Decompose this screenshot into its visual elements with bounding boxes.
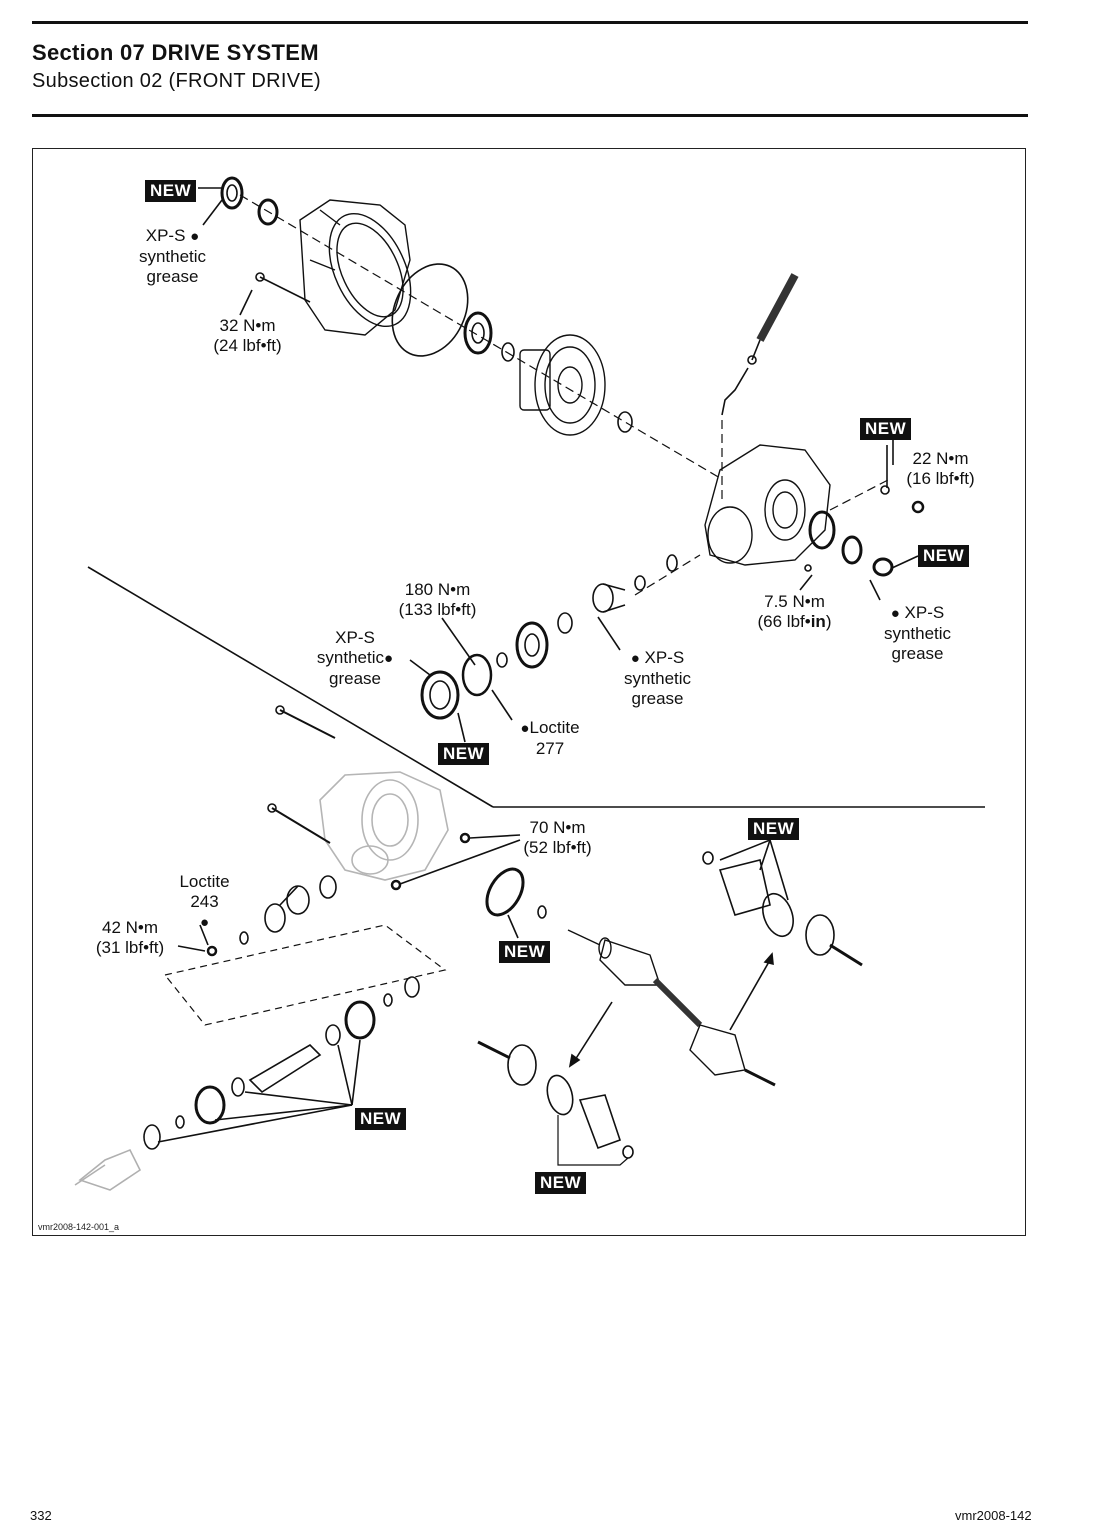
front-seal-part: [220, 176, 244, 210]
seal-part: [872, 557, 894, 577]
torque-value: 32 N•m: [219, 316, 276, 335]
torque-callout: 22 N•m (16 lbf•ft): [893, 449, 988, 489]
figure-code: vmr2008-142-001_a: [38, 1222, 120, 1232]
spacer-part: [264, 885, 310, 933]
rear-housing-part: [704, 444, 831, 566]
grease-label: synthetic: [138, 247, 207, 266]
inner-cv-part: [74, 1148, 142, 1191]
page-number: 332: [30, 1508, 52, 1523]
loctite-callout: Loctite 243 ●: [162, 872, 247, 933]
torque-value: 7.5 N•m: [764, 592, 825, 611]
loctite-label: 277: [535, 739, 565, 758]
torque-value: 70 N•m: [529, 818, 586, 837]
grease-label: synthetic: [623, 669, 692, 688]
grease-label: XP-S: [904, 603, 945, 622]
new-tag: NEW: [918, 545, 970, 567]
o-ring-part: [391, 263, 469, 357]
grease-drop-icon: ●: [520, 720, 530, 737]
torque-callout: 70 N•m (52 lbf•ft): [510, 818, 605, 858]
section-title: Section 07 DRIVE SYSTEM: [32, 40, 319, 65]
differential-part: [519, 334, 606, 436]
subsection-title: Subsection 02 (FRONT DRIVE): [32, 70, 321, 92]
bearing-part: [515, 621, 549, 669]
lower-housing-part: [319, 771, 449, 881]
torque-value: 180 N•m: [404, 580, 471, 599]
loctite-label: 243: [190, 892, 219, 911]
figure-frame: [32, 148, 1026, 1236]
torque-unit: in: [810, 612, 826, 631]
new-tag: NEW: [145, 180, 197, 202]
torque-callout: 180 N•m (133 lbf•ft): [380, 580, 495, 620]
torque-value: 22 N•m: [912, 449, 969, 468]
new-tag: NEW: [499, 941, 551, 963]
torque-callout: 7.5 N•m (66 lbf•in): [742, 592, 847, 632]
bolt-part: [279, 709, 336, 739]
seal-part: [420, 670, 460, 720]
torque-value: (16 lbf•ft): [906, 469, 975, 488]
torque-value: (31 lbf•ft): [95, 938, 165, 957]
cv-boot-part: [718, 859, 771, 916]
cv-joint-part: [477, 1040, 537, 1086]
grease-label: grease: [329, 669, 381, 688]
pinion-part: [592, 583, 626, 613]
grease-label: grease: [891, 644, 944, 663]
grease-callout: XP-S synthetic● grease: [300, 628, 410, 689]
new-tag: NEW: [860, 418, 912, 440]
grease-label: XP-S: [644, 648, 685, 667]
torque-callout: 32 N•m (24 lbf•ft): [190, 316, 305, 356]
torque-value: (24 lbf•ft): [213, 336, 282, 355]
header-rule-top: [32, 21, 1028, 24]
torque-value: ): [825, 612, 832, 631]
grease-label: synthetic: [316, 648, 385, 667]
grease-label: XP-S: [335, 628, 375, 647]
cv-boot-part: [578, 1094, 622, 1150]
separator-line: [87, 566, 494, 808]
seal-part: [485, 867, 525, 917]
new-tag: NEW: [535, 1172, 587, 1194]
grease-label: synthetic: [883, 624, 952, 643]
front-housing-part: [299, 199, 412, 336]
torque-value: (52 lbf•ft): [523, 838, 592, 857]
vent-hose-part: [721, 273, 799, 416]
grease-drop-icon: ●: [190, 228, 200, 245]
torque-value: (66 lbf•: [757, 612, 811, 631]
nut-part: [461, 653, 493, 697]
torque-value: (133 lbf•ft): [398, 600, 477, 619]
doc-code: vmr2008-142: [955, 1508, 1032, 1523]
loctite-label: Loctite: [529, 718, 580, 737]
bearing-part: [463, 311, 493, 355]
bearing-part: [257, 198, 279, 226]
bearing-part: [841, 535, 863, 565]
grease-callout: XP-S ● synthetic grease: [125, 226, 220, 287]
grease-label: grease: [146, 267, 199, 286]
grease-label: XP-S: [145, 226, 186, 245]
bearing-part: [808, 510, 836, 550]
loctite-callout: ●Loctite 277: [505, 718, 595, 759]
grease-label: grease: [631, 689, 684, 708]
new-tag: NEW: [438, 743, 490, 765]
grease-drop-icon: ●: [890, 605, 900, 622]
grease-callout: ● XP-S synthetic grease: [605, 648, 710, 709]
bolt-part: [271, 807, 331, 844]
torque-callout: 42 N•m (31 lbf•ft): [80, 918, 180, 958]
loctite-label: Loctite: [179, 872, 230, 891]
inner-shaft-part: [143, 976, 420, 1150]
new-tag: NEW: [748, 818, 800, 840]
torque-value: 42 N•m: [101, 918, 159, 937]
grease-drop-icon: ●: [199, 914, 210, 931]
grease-drop-icon: ●: [630, 650, 640, 667]
new-tag: NEW: [355, 1108, 407, 1130]
header-rule-bottom: [32, 114, 1028, 117]
cv-joint-part: [805, 914, 863, 967]
grease-callout: ● XP-S synthetic grease: [865, 603, 970, 664]
grease-drop-icon: ●: [384, 650, 394, 667]
bolt-part: [259, 276, 311, 303]
drive-shaft-part: [567, 929, 776, 1087]
